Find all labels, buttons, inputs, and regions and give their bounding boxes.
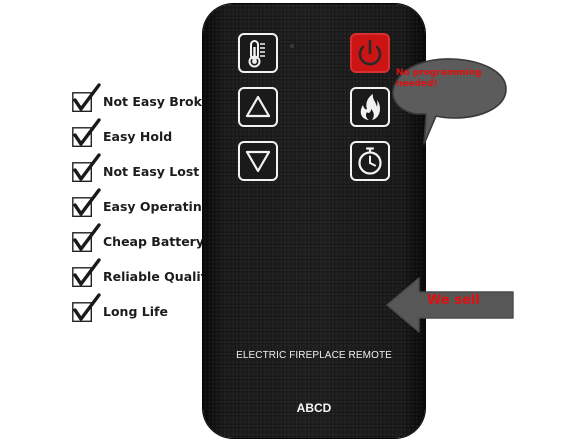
checkbox-check-icon	[72, 258, 101, 288]
flame-icon	[360, 94, 380, 120]
bubble-text: No programming needed!	[396, 68, 482, 89]
feature-item: Easy Operating	[72, 188, 211, 221]
feature-item: Easy Hold	[72, 118, 173, 151]
speech-bubble-icon	[392, 58, 507, 145]
remote-control: ELECTRIC FIREPLACE REMOTE ABCD	[203, 4, 425, 438]
checkbox-check-icon	[72, 223, 101, 253]
remote-texture	[203, 4, 425, 438]
checkbox-check-icon	[72, 188, 101, 218]
checkbox-check-icon	[72, 153, 101, 183]
timer-button[interactable]	[350, 141, 390, 181]
timer-icon	[358, 147, 382, 175]
checkbox-check-icon	[72, 118, 101, 148]
feature-item: Long Life	[72, 293, 168, 326]
feature-label: Cheap Battery	[103, 233, 204, 249]
arrow-left-icon	[386, 277, 514, 333]
checkbox-check-icon	[72, 83, 101, 113]
feature-label: Long Life	[103, 303, 168, 319]
feature-label: Not Easy Lost	[103, 163, 200, 179]
speech-bubble-callout: No programming needed!	[388, 52, 508, 152]
remote-brand: ABCD	[296, 401, 332, 415]
remote-title: ELECTRIC FIREPLACE REMOTE	[236, 350, 392, 361]
temperature-down-button[interactable]	[238, 141, 278, 181]
feature-item: Cheap Battery	[72, 223, 204, 256]
feature-label: Not Easy Broken	[103, 93, 219, 109]
arrow-callout: We sell	[383, 276, 515, 334]
indicator-led	[290, 44, 294, 48]
feature-label: Reliable Quality	[103, 268, 215, 284]
feature-item: Not Easy Broken	[72, 83, 219, 116]
feature-item: Not Easy Lost	[72, 153, 200, 186]
feature-label: Easy Operating	[103, 198, 211, 214]
temperature-up-button[interactable]	[238, 87, 278, 127]
power-icon	[358, 39, 382, 66]
power-button[interactable]	[350, 33, 390, 73]
thermometer-icon	[248, 40, 265, 68]
feature-label: Easy Hold	[103, 128, 173, 144]
feature-item: Reliable Quality	[72, 258, 215, 291]
arrow-text: We sell	[427, 293, 480, 308]
checkbox-check-icon	[72, 293, 101, 323]
temperature-button[interactable]	[238, 33, 278, 73]
flame-button[interactable]	[350, 87, 390, 127]
triangle-up-icon	[245, 95, 271, 118]
triangle-down-icon	[245, 150, 271, 173]
